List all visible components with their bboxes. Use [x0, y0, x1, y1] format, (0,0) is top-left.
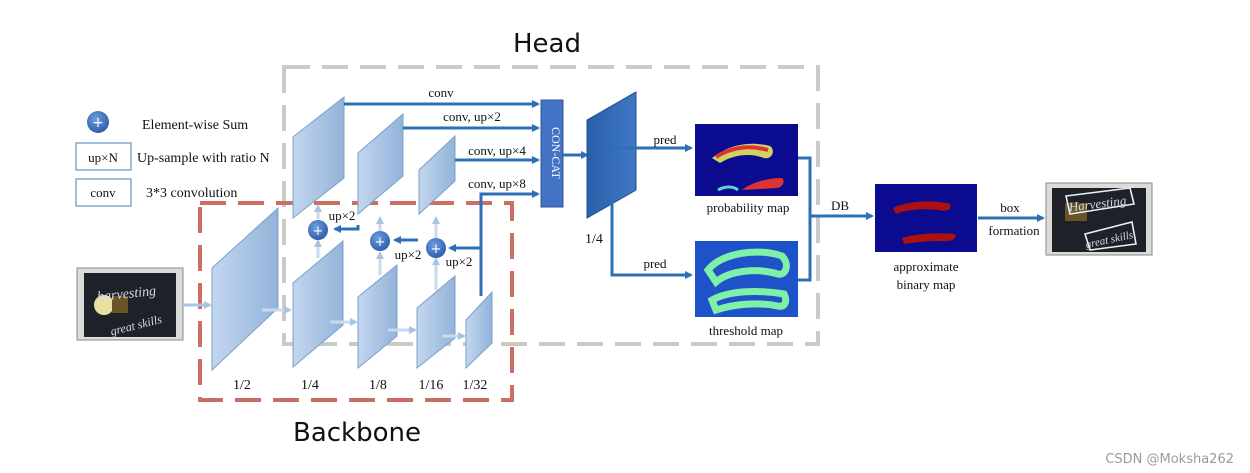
approximate-binary-map-label-2: binary map — [897, 277, 956, 292]
approximate-binary-map-label-1: approximate — [894, 259, 959, 274]
legend: + Element-wise Sum up×N Up-sample with r… — [75, 111, 270, 207]
db-label: DB — [831, 198, 849, 213]
fpn-plane-1-16 — [418, 134, 456, 216]
backbone-plane-1-32 — [465, 290, 493, 370]
legend-conv-box — [75, 178, 132, 207]
head-conv-arrow-4 — [479, 190, 540, 296]
output-image: Harvesting great skills — [1045, 182, 1153, 256]
fpn-planes — [292, 95, 456, 220]
sum-node-1-8: + — [370, 231, 390, 251]
sum-node-1-16-symbol: + — [431, 242, 442, 257]
pred-label-threshold: pred — [643, 256, 667, 271]
db-connector-top — [798, 156, 812, 216]
legend-conv-label: 3*3 convolution — [146, 186, 237, 201]
upsample-label-1: up×2 — [329, 208, 356, 223]
pred-arrow-threshold — [610, 200, 693, 279]
head-conv-label-3: conv, up×4 — [468, 143, 526, 158]
backbone-plane-1-8 — [357, 263, 398, 370]
probability-map-image — [695, 124, 798, 196]
legend-up-box — [75, 142, 132, 171]
scale-label-1-32: 1/32 — [463, 378, 488, 393]
input-image-text-1: harvesting — [96, 284, 156, 305]
backbone-region-border — [198, 201, 514, 402]
legend-sum-symbol: + — [92, 115, 104, 131]
backbone-title: Backbone — [293, 418, 421, 448]
threshold-map-label: threshold map — [709, 323, 783, 338]
head-region-border — [282, 65, 820, 346]
legend-conv-symbol: conv — [90, 185, 116, 200]
head-title: Head — [513, 29, 581, 59]
legend-sum-label: Element-wise Sum — [142, 118, 248, 133]
backbone-plane-1-2 — [211, 206, 279, 372]
fpn-plane-1-4 — [292, 95, 345, 220]
probability-map-label: probability map — [707, 200, 790, 215]
head-conv-label-4: conv, up×8 — [468, 176, 526, 191]
legend-up-label: Up-sample with ratio N — [137, 151, 270, 166]
threshold-map-image — [695, 241, 798, 317]
sum-node-1-4-symbol: + — [313, 224, 324, 239]
box-label: box — [1000, 200, 1020, 215]
head-conv-label-2: conv, up×2 — [443, 109, 501, 124]
scale-label-1-2: 1/2 — [233, 378, 251, 393]
fused-feature-plane — [586, 91, 637, 219]
head-conv-label-1: conv — [428, 85, 454, 100]
input-image: harvesting great skills — [76, 267, 184, 341]
pred-arrow-probability — [610, 128, 693, 152]
sum-node-1-16: + — [426, 238, 446, 258]
backbone-planes — [211, 206, 493, 372]
output-image-text-1: Harvesting — [1067, 193, 1128, 215]
legend-up-symbol: up×N — [88, 150, 118, 165]
concat-label: CON-CAT — [549, 127, 563, 180]
legend-sum-icon — [87, 111, 109, 133]
db-connector-bottom — [798, 216, 812, 282]
topdown-arrow-1-8 — [333, 225, 360, 233]
pred-label-probability: pred — [653, 132, 677, 147]
scale-label-1-16: 1/16 — [419, 378, 444, 393]
approximate-binary-map-image — [875, 184, 977, 252]
sum-node-1-8-symbol: + — [375, 235, 386, 250]
upsample-label-2: up×2 — [395, 247, 422, 262]
formation-label: formation — [988, 223, 1040, 238]
fused-scale-label: 1/4 — [585, 232, 603, 247]
upsample-label-3: up×2 — [446, 254, 473, 269]
watermark: CSDN @Moksha262 — [1105, 452, 1234, 467]
scale-label-1-8: 1/8 — [369, 378, 387, 393]
fpn-plane-1-8 — [357, 112, 404, 216]
sum-node-1-4: + — [308, 220, 328, 240]
scale-label-1-4: 1/4 — [301, 378, 319, 393]
backbone-plane-1-16 — [416, 274, 456, 370]
backbone-plane-1-4 — [292, 239, 344, 369]
